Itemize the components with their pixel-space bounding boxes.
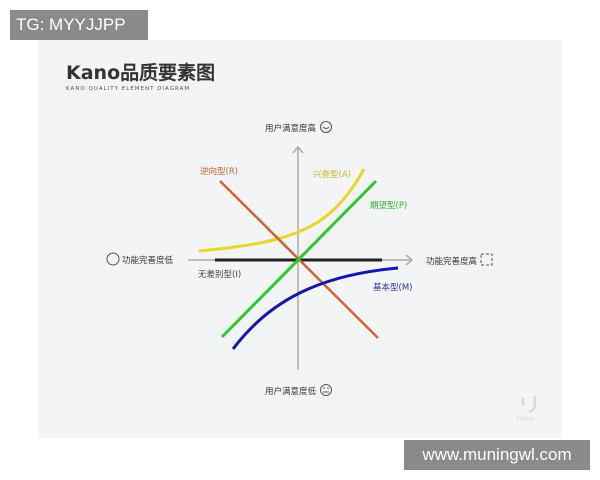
y-low-label: 用户满意度低 (265, 387, 317, 397)
diagram-card (38, 40, 562, 438)
performance-line (220, 179, 378, 339)
x-low-label: 功能完善度低 (122, 256, 174, 266)
indifferent-label: 无差别型(I) (198, 270, 242, 280)
logo-text: JI Design (517, 416, 535, 421)
reverse-label: 逆向型(R) (200, 167, 239, 177)
page-subtitle: KANO QUALITY ELEMENT DIAGRAM (66, 86, 191, 92)
must-be-curve (231, 266, 399, 350)
logo-mark (521, 396, 537, 414)
x-high-label: 功能完善度高 (426, 257, 478, 267)
attractive-curve (198, 168, 366, 253)
empty-circle-icon (106, 252, 120, 266)
y-axis-arrow (292, 145, 304, 154)
y-high-label: 用户满意度高 (265, 124, 317, 134)
smile-icon (320, 121, 332, 133)
frown-icon (320, 384, 332, 396)
performance-label: 期望型(P) (370, 201, 408, 211)
watermark-bottom: www.muningwl.com (404, 440, 590, 470)
page-title: Kano品质要素图 (66, 62, 216, 84)
x-axis-arrow (405, 254, 414, 266)
attractive-label: 兴奋型(A) (313, 170, 351, 180)
watermark-top: TG: MYYJJPP (10, 10, 148, 40)
must-be-label: 基本型(M) (373, 283, 413, 293)
expand-icon (480, 253, 493, 266)
